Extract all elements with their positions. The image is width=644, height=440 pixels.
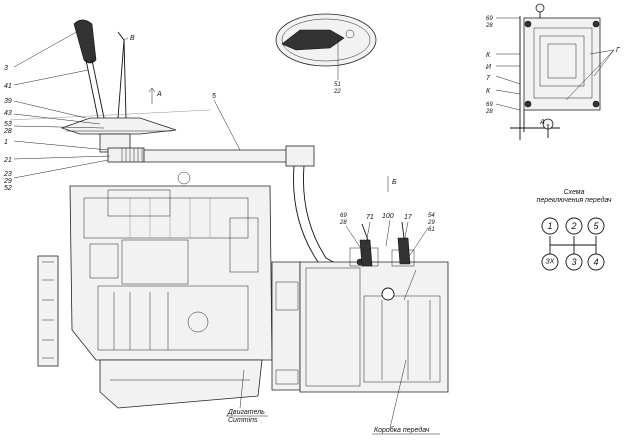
callout-22: 22 <box>333 89 341 95</box>
gear-label-5: 5 <box>593 221 599 231</box>
gear-position-3 <box>565 253 583 271</box>
callout-28: 28 <box>3 128 12 135</box>
gear-label-3: 3 <box>571 257 576 267</box>
callout-21: 21 <box>3 157 12 164</box>
callout-r-g: Г <box>616 47 621 54</box>
gearbox <box>299 247 449 429</box>
callout-v: В <box>130 35 135 42</box>
callout-3: 3 <box>4 65 8 72</box>
gear-position-5 <box>587 217 605 235</box>
gearbox-shift-levers <box>359 221 411 267</box>
callout-r-69b: 69 <box>486 102 493 108</box>
gear-position-reverse <box>541 253 559 271</box>
view-a-marker: А <box>148 87 162 104</box>
callout-r-k1: К <box>486 52 491 59</box>
callout-1: 1 <box>4 139 8 146</box>
rod-label-5: 5 <box>212 93 216 100</box>
left-callouts: 3 41 В 39 43 53 28 1 21 23 29 52 <box>3 35 135 192</box>
callout-r-28b: 28 <box>485 109 493 115</box>
gear-label-reverse: ЗХ <box>546 259 555 266</box>
gear-label-2: 2 <box>570 221 576 231</box>
callout-r-7: 7 <box>486 75 491 82</box>
engine-caption-model: Cummins <box>228 417 258 424</box>
left-leader-lines <box>13 29 129 179</box>
callout-51: 51 <box>334 82 341 88</box>
view-b-label: Б <box>392 179 397 186</box>
gear-position-1 <box>541 217 559 235</box>
callout-r-i: И <box>486 64 492 71</box>
callout-r-28a: 28 <box>485 23 493 29</box>
shift-rod: 5 <box>143 93 367 287</box>
callout-r-a: А <box>539 119 545 126</box>
captions: Двигатель Cummins Коробка передач <box>226 409 440 435</box>
view-a-label: А <box>156 91 162 98</box>
shift-scheme-title: Схема <box>564 189 585 196</box>
callout-c-71: 71 <box>366 214 374 221</box>
callout-52: 52 <box>4 185 12 192</box>
engine <box>37 171 301 409</box>
callout-43: 43 <box>4 110 12 117</box>
callout-c-17: 17 <box>404 214 413 221</box>
callout-53: 53 <box>4 121 12 128</box>
callout-c-54: 54 <box>428 213 435 219</box>
engine-caption: Двигатель <box>227 409 265 416</box>
callout-c-61: 61 <box>428 227 435 233</box>
gearbox-caption: Коробка передач <box>374 426 430 434</box>
gear-position-4 <box>587 253 605 271</box>
view-b-marker: Б <box>387 176 397 192</box>
oval-plate-detail: 51 22 <box>275 13 377 95</box>
callout-23: 23 <box>3 171 12 178</box>
shift-scheme-subtitle: переключения передач <box>536 196 611 204</box>
shift-pattern-scheme: Схема переключения передач 1 2 5 ЗХ 3 4 <box>536 189 612 271</box>
gear-position-2 <box>565 217 583 235</box>
callout-39: 39 <box>4 98 12 105</box>
gear-label-1: 1 <box>547 221 552 231</box>
callout-r-69a: 69 <box>486 16 493 22</box>
callout-41: 41 <box>4 83 12 90</box>
callout-29: 29 <box>3 178 12 185</box>
callout-c-69: 69 <box>340 213 347 219</box>
callout-r-k2: К <box>486 88 491 95</box>
callout-c-29: 29 <box>427 220 435 226</box>
center-callout-leaders <box>345 219 429 259</box>
center-callouts: 69 28 71 100 17 54 29 61 <box>339 213 435 233</box>
gear-label-4: 4 <box>593 257 598 267</box>
detail-right-callouts: 69 28 К И 7 К 69 28 Г А <box>485 16 621 126</box>
callout-c-28: 28 <box>339 220 347 226</box>
callout-c-100: 100 <box>382 213 394 220</box>
shift-lever-assembly <box>9 19 211 163</box>
shift-mechanism-detail <box>495 3 615 140</box>
